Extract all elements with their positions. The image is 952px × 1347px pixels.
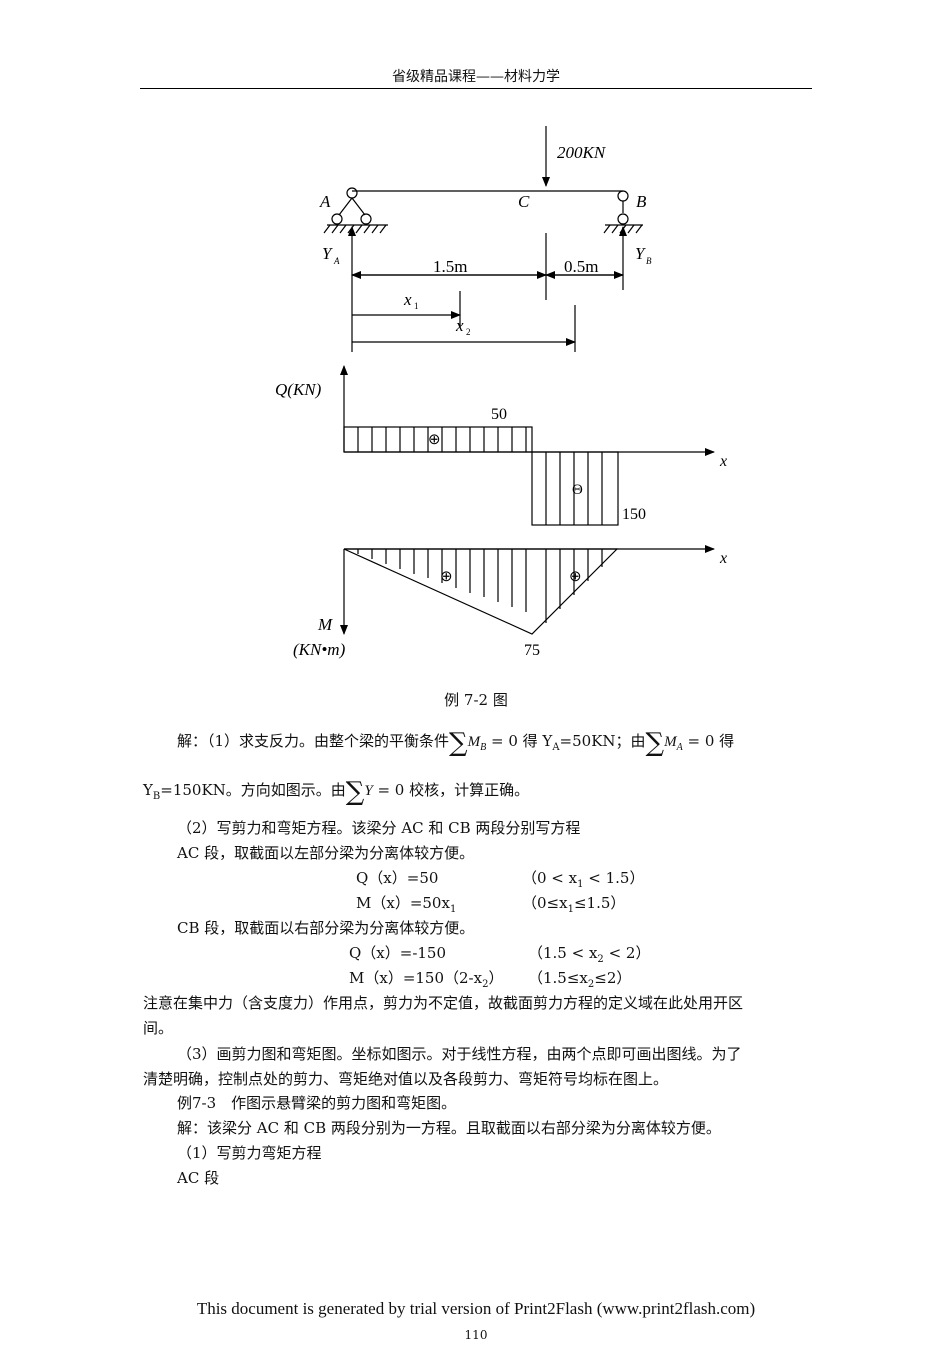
equation-q2-domain: （1.5 < x2 < 2） bbox=[528, 944, 651, 965]
paragraph-3-line-1: （3）画剪力图和弯矩图。坐标如图示。对于线性方程，由两个点即可画出图线。为了 bbox=[177, 1045, 742, 1063]
q-positive-sign: ⊕ bbox=[428, 432, 441, 448]
equation-q1-domain: （0 < x1 < 1.5） bbox=[522, 869, 645, 890]
dim-ac: 1.5m bbox=[433, 257, 467, 276]
solution-line-2: YB=150KN。方向如图示。由∑Y = 0 校核，计算正确。 bbox=[143, 777, 530, 807]
equation-m2-domain: （1.5≤x2≤2） bbox=[528, 969, 632, 990]
paragraph-2: （2）写剪力和弯矩方程。该梁分 AC 和 CB 两段分别写方程 bbox=[177, 819, 581, 837]
q-value-150: 150 bbox=[622, 506, 646, 523]
reaction-label-b: Y bbox=[635, 244, 646, 263]
m-x-axis-label: x bbox=[719, 550, 727, 567]
svg-text:A: A bbox=[333, 256, 340, 266]
svg-text:1: 1 bbox=[414, 301, 419, 311]
m-axis-label: M bbox=[317, 615, 333, 634]
example-7-3-step-1: （1）写剪力弯矩方程 bbox=[177, 1144, 322, 1162]
m-value-75: 75 bbox=[524, 642, 540, 659]
solution-line-1: 解：（1）求支反力。由整个梁的平衡条件∑MB = 0 得 YA=50KN；由∑M… bbox=[177, 728, 735, 758]
equation-q2: Q（x）=-150 bbox=[349, 944, 447, 962]
svg-text:2: 2 bbox=[466, 327, 471, 337]
example-7-3-ac: AC 段 bbox=[177, 1169, 220, 1187]
paragraph-3-line-2: 清楚明确，控制点处的剪力、弯矩绝对值以及各段剪力、弯矩符号均标在图上。 bbox=[143, 1070, 669, 1088]
equation-m1-domain: （0≤x1≤1.5） bbox=[522, 894, 626, 915]
note-line-2: 间。 bbox=[143, 1019, 174, 1037]
ac-segment-intro: AC 段，取截面以左部分梁为分离体较方便。 bbox=[177, 844, 475, 862]
q-negative-sign: Θ bbox=[572, 482, 583, 498]
reaction-label-a: Y bbox=[322, 244, 333, 263]
figure-caption: 例 7-2 图 bbox=[444, 691, 508, 709]
dim-cb: 0.5m bbox=[564, 257, 598, 276]
example-7-3-title: 例7-3 作图示悬臂梁的剪力图和弯矩图。 bbox=[177, 1094, 457, 1112]
shear-negative-region bbox=[531, 451, 619, 526]
label-c: C bbox=[518, 192, 530, 211]
load-label: 200KN bbox=[557, 143, 607, 162]
equation-m1: M（x）=50x1 bbox=[356, 894, 457, 915]
equation-q1: Q（x）=50 bbox=[356, 869, 439, 887]
label-a: A bbox=[319, 192, 331, 211]
shear-positive-region bbox=[343, 426, 533, 453]
q-value-50: 50 bbox=[491, 406, 507, 423]
header-rule bbox=[140, 88, 812, 89]
trial-watermark-text: This document is generated by trial vers… bbox=[196, 1299, 756, 1318]
page-header: 省级精品课程——材料力学 bbox=[392, 69, 560, 85]
q-x-axis-label: x bbox=[719, 453, 727, 470]
note-line-1: 注意在集中力（含支度力）作用点，剪力为不定值，故截面剪力方程的定义域在此处用开区 bbox=[143, 994, 744, 1012]
x1-label: x bbox=[403, 290, 412, 309]
equation-m2: M（x）=150（2-x2） bbox=[349, 969, 504, 990]
support-a bbox=[323, 187, 388, 234]
example-7-3-solution: 解：该梁分 AC 和 CB 两段分别为一方程。且取截面以右部分梁为分离体较方便。 bbox=[177, 1119, 721, 1137]
beam-figure: 200KN A C B Y A Y B 1.5m 0.5m x 1 x 2 Q(… bbox=[275, 126, 727, 659]
m-positive-sign-2: ⊕ bbox=[569, 569, 582, 585]
m-axis-unit: (KN•m) bbox=[293, 640, 346, 659]
label-b: B bbox=[636, 192, 647, 211]
cb-segment-intro: CB 段，取截面以右部分梁为分离体较方便。 bbox=[177, 919, 475, 937]
page-number: 110 bbox=[464, 1328, 488, 1342]
moment-region bbox=[343, 548, 619, 635]
svg-text:B: B bbox=[646, 256, 652, 266]
m-positive-sign-1: ⊕ bbox=[440, 569, 453, 585]
q-axis-label: Q(KN) bbox=[275, 380, 322, 399]
x2-label: x bbox=[455, 316, 464, 335]
